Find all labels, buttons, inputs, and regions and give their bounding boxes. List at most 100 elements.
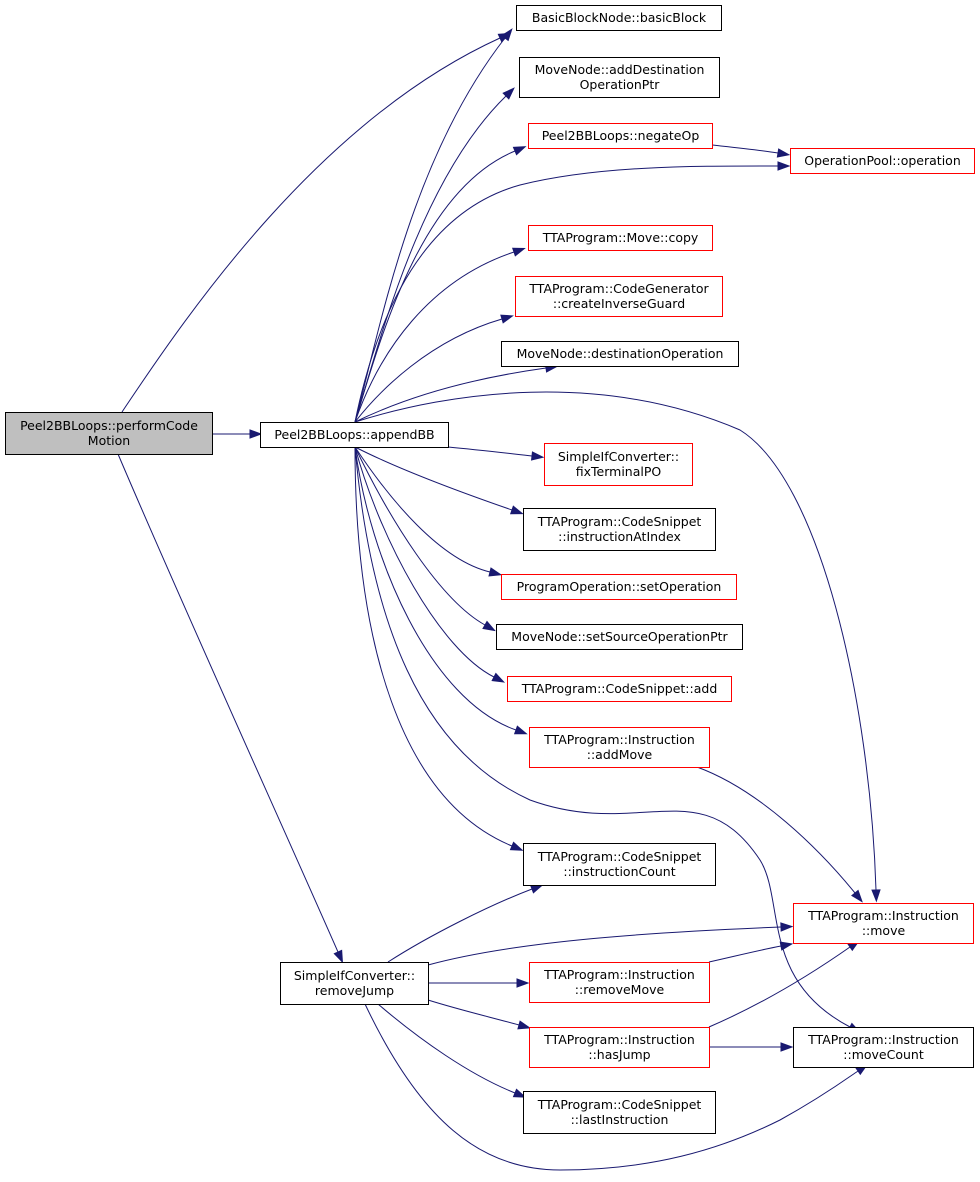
edge-line [354, 318, 503, 423]
node-box [280, 962, 429, 1005]
edge-removeJump-to-hasJump [427, 999, 532, 1030]
edge-arrowhead [512, 146, 527, 156]
edge-line [427, 926, 782, 966]
node-negateOp[interactable]: Peel2BBLoops::negateOp [528, 123, 713, 149]
edge-arrowhead [512, 1088, 527, 1098]
node-box [523, 1091, 716, 1134]
edge-line [354, 391, 877, 891]
edge-arrowhead [776, 148, 791, 158]
node-label-line: TTAProgram::Instruction [543, 732, 695, 747]
node-destinationOperation[interactable]: MoveNode::destinationOperation [501, 341, 739, 367]
node-label-line: ::hasJump [588, 1047, 650, 1062]
edge-line [354, 446, 513, 847]
edge-line [696, 766, 856, 894]
edge-arrowhead [516, 978, 530, 988]
node-label-line: Motion [88, 433, 130, 448]
edge-removeMove-to-instrMove [708, 941, 794, 963]
node-label-line: Peel2BBLoops::negateOp [542, 128, 700, 143]
edge-appendBB-to-addMove [354, 446, 528, 735]
edge-arrowhead [509, 841, 524, 851]
edge-line [354, 446, 495, 678]
edge-appendBB-to-setOperation [354, 446, 503, 577]
node-box [793, 903, 974, 944]
edge-line [711, 144, 779, 154]
edge-performCodeMotion-to-appendBB [212, 429, 263, 439]
edge-arrowhead [488, 567, 503, 577]
node-box [523, 508, 716, 551]
node-box [519, 57, 720, 98]
node-box [528, 123, 713, 149]
edge-arrowhead [779, 941, 794, 951]
node-box [529, 727, 710, 768]
node-addMove[interactable]: TTAProgram::Instruction::addMove [529, 727, 710, 768]
edge-line [354, 37, 506, 423]
edge-appendBB-to-fixTerminalPO [447, 446, 545, 461]
node-label-line: ::instructionAtIndex [558, 529, 681, 544]
edge-arrowhead [500, 28, 513, 42]
node-box [507, 676, 732, 702]
edge-line [387, 888, 533, 963]
node-label-line: removeJump [315, 983, 394, 998]
edge-line [117, 453, 339, 953]
edge-hasJump-to-moveCount [709, 1042, 794, 1052]
node-moveCopy[interactable]: TTAProgram::Move::copy [528, 225, 713, 251]
node-box [515, 276, 723, 317]
node-lastInstruction[interactable]: TTAProgram::CodeSnippet::lastInstruction [523, 1091, 716, 1134]
node-hasJump[interactable]: TTAProgram::Instruction::hasJump [529, 1027, 710, 1068]
node-removeJump[interactable]: SimpleIfConverter::removeJump [280, 962, 429, 1005]
node-basicBlock[interactable]: BasicBlockNode::basicBlock [516, 5, 722, 31]
node-label-line: MoveNode::setSourceOperationPtr [511, 629, 728, 644]
node-label-line: TTAProgram::CodeGenerator [528, 281, 709, 296]
node-instructionAtIndex[interactable]: TTAProgram::CodeSnippet::instructionAtIn… [523, 508, 716, 551]
edge-arrowhead [502, 87, 515, 100]
node-label-line: Peel2BBLoops::appendBB [274, 427, 434, 442]
edge-arrowhead [780, 922, 794, 932]
edges-layer [117, 28, 881, 1171]
edge-line [354, 367, 547, 423]
node-label-line: TTAProgram::CodeSnippet::add [521, 681, 718, 696]
node-label-line: ::instructionCount [563, 864, 675, 879]
node-moveCount[interactable]: TTAProgram::Instruction::moveCount [793, 1027, 974, 1068]
node-setOperation[interactable]: ProgramOperation::setOperation [501, 574, 737, 600]
node-box [260, 422, 449, 448]
node-operation[interactable]: OperationPool::operation [790, 148, 975, 174]
edge-negateOp-to-operation [711, 144, 791, 158]
edge-line [354, 251, 515, 423]
edge-appendBB-to-basicBlock [354, 28, 513, 423]
edge-appendBB-to-createInverseGuard [354, 314, 514, 423]
node-appendBB[interactable]: Peel2BBLoops::appendBB [260, 422, 449, 448]
edge-arrowhead [530, 451, 545, 461]
node-fixTerminalPO[interactable]: SimpleIfConverter::fixTerminalPO [544, 443, 693, 486]
node-removeMove[interactable]: TTAProgram::Instruction::removeMove [529, 962, 710, 1003]
node-box [790, 148, 975, 174]
edge-line [708, 946, 851, 1028]
edge-line [364, 1003, 859, 1171]
node-box [501, 341, 739, 367]
edge-line [708, 945, 782, 963]
edge-line [354, 165, 779, 423]
node-snippetAdd[interactable]: TTAProgram::CodeSnippet::add [507, 676, 732, 702]
node-label-line: ::moveCount [843, 1047, 924, 1062]
node-label-line: OperationPtr [580, 77, 661, 92]
node-label-line: ::move [862, 923, 906, 938]
node-label-line: ProgramOperation::setOperation [517, 579, 722, 594]
node-setSourceOperationPtr[interactable]: MoveNode::setSourceOperationPtr [496, 624, 743, 650]
edge-arrowhead [871, 889, 881, 903]
node-createInverseGuard[interactable]: TTAProgram::CodeGenerator::createInverse… [515, 276, 723, 317]
node-label-line: SimpleIfConverter:: [294, 968, 415, 983]
edge-line [427, 999, 520, 1026]
edge-arrowhead [491, 672, 506, 683]
node-instructionCount[interactable]: TTAProgram::CodeSnippet::instructionCoun… [523, 843, 716, 886]
node-label-line: TTAProgram::Instruction [807, 1032, 959, 1047]
edge-removeJump-to-removeMove [428, 978, 530, 988]
node-label-line: ::addMove [587, 747, 653, 762]
edge-line [354, 446, 513, 511]
edge-appendBB-to-moveCopy [354, 247, 526, 423]
node-instrMove[interactable]: TTAProgram::Instruction::move [793, 903, 974, 944]
node-label-line: TTAProgram::Move::copy [542, 230, 699, 245]
